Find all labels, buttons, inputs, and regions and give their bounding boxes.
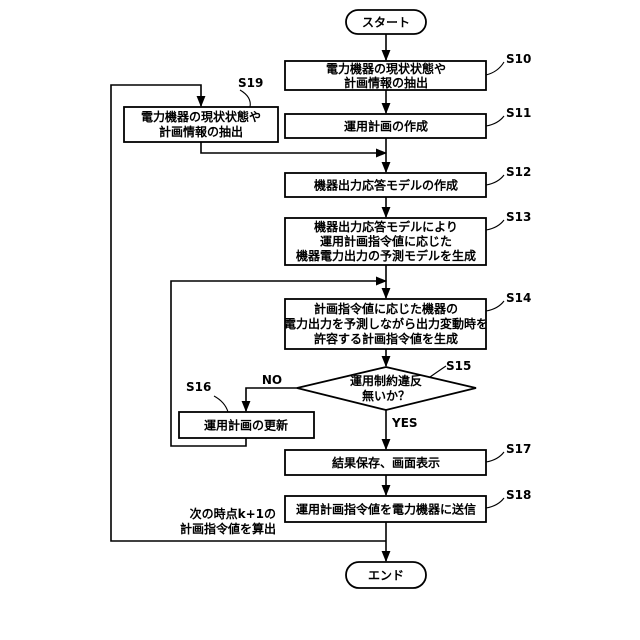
step-s14-line-3: 許容する計画指令値を生成	[314, 331, 458, 346]
step-s10-line-2: 計画情報の抽出	[344, 75, 428, 90]
leader-s16	[214, 396, 228, 412]
step-s16: 運用計画の更新	[179, 412, 314, 438]
step-s18-line-1: 運用計画指令値を電力機器に送信	[296, 502, 476, 517]
step-s16-line-1: 運用計画の更新	[204, 418, 288, 433]
step-s14-line-2: 電力出力を予測しながら出力変動時を	[284, 316, 488, 331]
loop-note-line-1: 次の時点k+1の	[190, 506, 276, 521]
step-s15-ref: S15	[446, 359, 471, 373]
leader-s13	[486, 220, 504, 230]
step-s17-ref: S17	[506, 442, 531, 456]
arrow-s19-to-s12	[201, 142, 386, 153]
step-s11: 運用計画の作成	[285, 114, 486, 138]
step-s13-line-2: 運用計画指令値に応じた	[320, 234, 452, 249]
loop-note-line-2: 計画指令値を算出	[180, 521, 276, 536]
step-s19: 電力機器の現状状態や 計画情報の抽出	[124, 107, 278, 142]
leader-s18	[486, 498, 504, 508]
end-terminal: エンド	[346, 562, 426, 588]
step-s14-line-1: 計画指令値に応じた機器の	[314, 301, 458, 316]
step-s13: 機器出力応答モデルにより 運用計画指令値に応じた 機器電力出力の予測モデルを生成	[285, 218, 486, 265]
decision-s15-line-2: 無いか？	[362, 388, 410, 403]
leader-s19	[240, 90, 250, 107]
step-s14-ref: S14	[506, 291, 531, 305]
step-s19-line-2: 計画情報の抽出	[159, 124, 243, 139]
step-s18: 運用計画指令値を電力機器に送信	[285, 496, 486, 522]
decision-s15-line-1: 運用制約違反	[350, 373, 422, 388]
step-s10-line-1: 電力機器の現状状態や	[326, 61, 446, 76]
step-s10-ref: S10	[506, 52, 531, 66]
step-s18-ref: S18	[506, 488, 531, 502]
step-s12-ref: S12	[506, 165, 531, 179]
step-s13-line-1: 機器出力応答モデルにより	[314, 219, 458, 234]
step-s12: 機器出力応答モデルの作成	[285, 173, 486, 197]
leader-s11	[486, 116, 504, 126]
step-s13-ref: S13	[506, 210, 531, 224]
leader-s10	[486, 62, 504, 75]
step-s10: 電力機器の現状状態や 計画情報の抽出	[285, 61, 486, 90]
branch-no-label: NO	[262, 373, 282, 387]
step-s17: 結果保存、画面表示	[285, 450, 486, 475]
step-s11-line-1: 運用計画の作成	[344, 119, 428, 134]
leader-s14	[486, 301, 504, 311]
leader-s15	[430, 366, 446, 377]
step-s17-line-1: 結果保存、画面表示	[332, 455, 440, 470]
start-terminal: スタート	[346, 10, 426, 34]
step-s19-line-1: 電力機器の現状状態や	[141, 109, 261, 124]
leader-s12	[486, 175, 504, 185]
step-s13-line-3: 機器電力出力の予測モデルを生成	[296, 248, 476, 263]
branch-yes-label: YES	[391, 416, 418, 430]
step-s14: 計画指令値に応じた機器の 電力出力を予測しながら出力変動時を 許容する計画指令値…	[284, 299, 488, 349]
decision-s15: 運用制約違反 無いか？	[297, 367, 476, 410]
arrow-s15-no-to-s16	[246, 388, 297, 411]
step-s16-ref: S16	[186, 380, 211, 394]
step-s19-ref: S19	[238, 76, 263, 90]
step-s12-line-1: 機器出力応答モデルの作成	[314, 178, 458, 193]
end-label: エンド	[368, 569, 404, 583]
leader-s17	[486, 452, 504, 462]
start-label: スタート	[362, 16, 410, 30]
step-s11-ref: S11	[506, 106, 531, 120]
